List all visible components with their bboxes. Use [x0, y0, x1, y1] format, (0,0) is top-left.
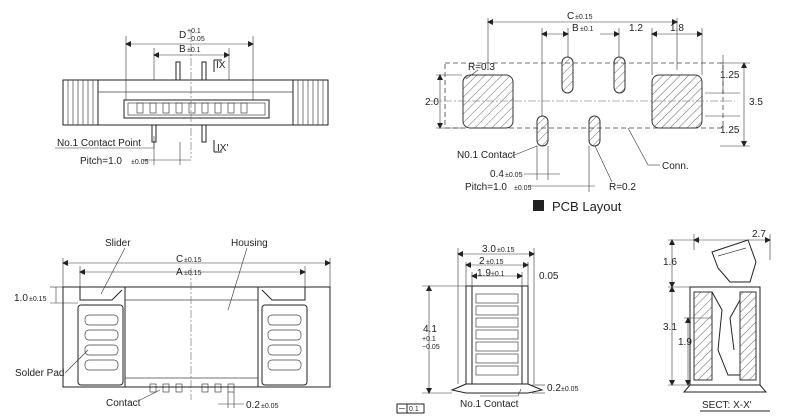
section-dim-2-7: 2.7 [752, 229, 766, 240]
section-dim-3-1: 3.1 [663, 322, 677, 333]
contact-point-label: No.1 Contact Point [57, 138, 141, 149]
pcb-pitch-label: Pitch=1.0 [465, 182, 507, 193]
section-dim-1-6: 1.6 [663, 257, 677, 268]
pcb-legend-label: PCB Layout [552, 199, 622, 214]
side-dim-0-2-tol: ±0.05 [561, 386, 579, 393]
solder-pad-label: Solder Pad [15, 368, 64, 379]
side-dim-3-0: 3.0 [482, 244, 496, 255]
side-contact-label: No.1 Contact [460, 399, 519, 410]
pitch-tol: ±0.05 [131, 159, 149, 166]
side-dim-2-tol: ±0.15 [486, 259, 504, 266]
pcb-layout-labels: C ±0.15 B ±0.1 1.2 1.8 R=0.3 2.0 1.25 3.… [425, 11, 763, 214]
side-dim-4-1-tol-minus: −0.05 [422, 344, 440, 351]
pcb-dim-1-2: 1.2 [629, 23, 643, 34]
pad-bottom-2 [588, 115, 601, 147]
pcb-conn-label: Conn. [662, 161, 689, 172]
bottom-pin-b [201, 124, 207, 143]
right-ribs [297, 80, 324, 125]
side-dim-1-9-tol: ±0.1 [491, 271, 505, 278]
section-view [668, 234, 771, 412]
front-contacts [149, 383, 235, 393]
side-dim-1-9: 1.9 [477, 268, 491, 279]
top-pin-b [201, 61, 207, 81]
pcb-radius-top: R=0.3 [468, 62, 495, 73]
pcb-dim-c: C [567, 11, 574, 22]
left-large-pad [462, 74, 514, 129]
contact-slot [123, 99, 270, 119]
pcb-dim-3-5: 3.5 [749, 97, 763, 108]
pcb-dim-1-25-bottom: 1.25 [720, 125, 740, 136]
pcb-dim-2-0: 2.0 [425, 97, 439, 108]
left-solder-pad [77, 304, 124, 386]
pcb-radius-bottom: R=0.2 [609, 182, 636, 193]
side-dim-0-2: 0.2 [547, 383, 561, 394]
side-dim-0-05: 0.05 [539, 271, 559, 282]
pad-top-1 [561, 56, 574, 94]
housing-label: Housing [231, 238, 268, 249]
flatness-label: 0.1 [409, 406, 419, 413]
top-view-labels: D +0.1 −0.05 B ±0.1 IX IX' No.1 Contact … [57, 28, 228, 167]
side-feet [450, 383, 544, 394]
pcb-pitch-tol: ±0.05 [514, 185, 532, 192]
top-view [55, 30, 329, 165]
pcb-outline [444, 62, 724, 129]
section-slider [711, 239, 757, 283]
front-dim-a: A [176, 267, 183, 278]
left-ribs [67, 80, 94, 125]
top-pin-a [175, 61, 181, 81]
pitch-label: Pitch=1.0 [80, 156, 122, 167]
side-dim-4-1: 4.1 [423, 324, 437, 335]
dim-b-tol: ±0.1 [187, 47, 201, 54]
side-view-labels: 3.0 ±0.15 2 ±0.15 1.9 ±0.1 0.05 4.1 +0.1… [409, 244, 579, 413]
front-height-tol: ±0.15 [29, 296, 47, 303]
right-large-pad [651, 74, 703, 129]
front-view-labels: Slider Housing C ±0.15 A ±0.15 1.0 ±0.15… [14, 238, 279, 411]
side-view [396, 248, 545, 414]
right-slider [261, 287, 306, 301]
section-bottom-label: IX' [217, 143, 228, 154]
section-top-label: IX [216, 60, 226, 71]
pcb-legend-swatch [533, 200, 544, 211]
dim-d-tol-plus: +0.1 [187, 28, 201, 35]
side-body-outline [465, 285, 529, 385]
left-slider [79, 287, 123, 301]
front-height-label: 1.0 [14, 293, 28, 304]
contact-label: Contact [106, 398, 141, 409]
side-dim-4-1-tol-plus: +0.1 [422, 336, 436, 343]
side-dim-2: 2 [479, 256, 485, 267]
pcb-dim-b: B [572, 23, 579, 34]
front-dim-0-2: 0.2 [246, 400, 260, 411]
pcb-width-label: 0.4 [490, 169, 504, 180]
slot-contacts [136, 102, 248, 114]
pcb-width-tol: ±0.05 [505, 172, 523, 179]
dim-d-label: D [179, 30, 186, 41]
front-view [50, 247, 331, 408]
pcb-dim-b-tol: ±0.1 [580, 26, 594, 33]
front-dim-0-2-tol: ±0.05 [261, 403, 279, 410]
section-label: SECT: X-X' [702, 400, 752, 411]
dim-b-label: B [179, 44, 186, 55]
side-dim-3-0-tol: ±0.15 [497, 247, 515, 254]
pad-bottom-1 [536, 115, 549, 147]
front-dim-c-tol: ±0.15 [184, 257, 202, 264]
dim-d-tol-minus: −0.05 [187, 36, 205, 43]
pcb-layout-drawing [430, 18, 750, 211]
section-dim-1-9: 1.9 [678, 337, 692, 348]
pcb-dim-1-8: 1.8 [670, 23, 684, 34]
right-solder-pad [261, 304, 308, 386]
front-dim-a-tol: ±0.15 [184, 270, 202, 277]
pcb-dim-c-tol: ±0.15 [575, 14, 593, 21]
section-view-labels: 2.7 1.6 3.1 1.9 SECT: X-X' [663, 229, 766, 411]
pcb-dim-1-25-top: 1.25 [720, 70, 740, 81]
pcb-contact-label: N0.1 Contact [457, 150, 516, 161]
front-dim-c: C [176, 254, 183, 265]
slider-label: Slider [105, 238, 131, 249]
side-ribs [475, 293, 519, 376]
pad-top-2 [613, 56, 626, 94]
